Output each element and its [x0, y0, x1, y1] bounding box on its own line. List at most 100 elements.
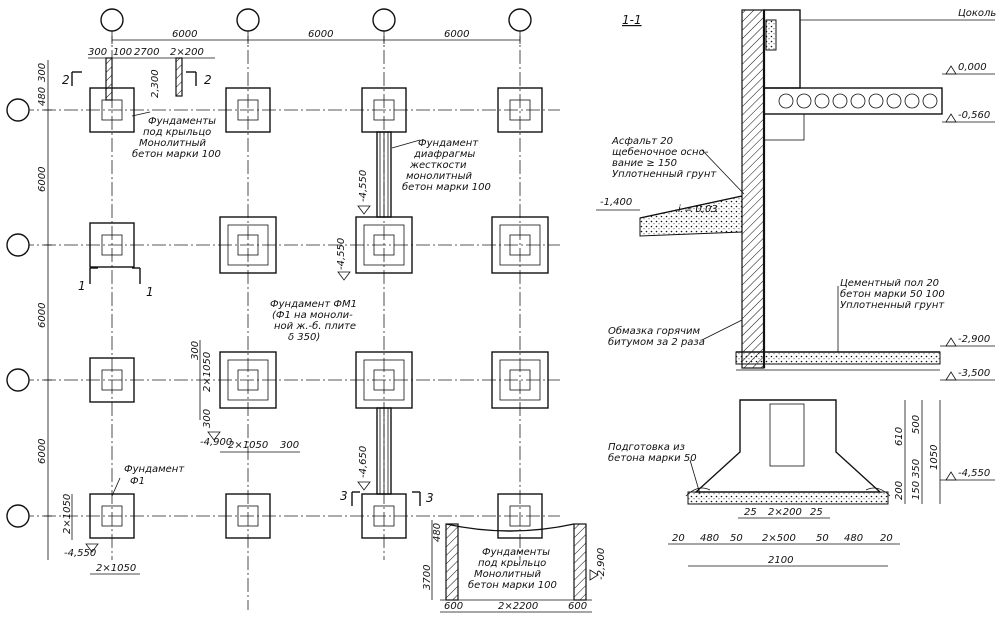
asphalt-note-4: Уплотненный грунт — [612, 169, 717, 180]
floor-note-2: бетон марки 50 100 — [840, 288, 945, 300]
hdim-bottom-5: 50 — [816, 533, 829, 544]
section-mark-3-right: 3 — [426, 491, 434, 505]
footing-r2-c2 — [219, 216, 277, 274]
section-1-1: 1-1 Цоколь 0,000 — [596, 8, 996, 567]
note-porch-bottom-3: Монолитный — [474, 569, 542, 580]
hdim-top-1: 25 — [744, 507, 757, 518]
note-f1-2: Ф1 — [130, 476, 145, 487]
section-slope: i = 0,03 — [678, 204, 718, 215]
top-span-3: 6000 — [444, 29, 469, 40]
note-fm1-1: Фундамент ФМ1 — [270, 299, 357, 310]
porch-bottom-footing — [440, 523, 592, 601]
note-fm1-4: δ 350) — [288, 332, 320, 343]
note-fm1-3: ной ж.-б. плите — [274, 320, 356, 332]
section-mark-3-left: 3 — [340, 489, 348, 503]
footing-r1-c4 — [497, 87, 543, 133]
section-top-label: Цоколь — [958, 8, 996, 19]
left-top-dim-1: 300 — [37, 63, 48, 82]
floor-note-1: Цементный пол 20 — [840, 278, 939, 289]
asphalt-note-3: вание ≥ 150 — [612, 158, 677, 169]
hdim-top-3: 25 — [810, 507, 823, 518]
axis-marker-row-4 — [6, 504, 30, 528]
note-diaphragm-4: монолитный — [406, 171, 472, 182]
level-d: -4,650 — [358, 446, 369, 478]
axis-marker-row-3 — [6, 368, 30, 392]
left-span-2: 6000 — [37, 303, 48, 328]
fm1-dim-v3: 300 — [202, 409, 213, 428]
porch-bottom-dim-h3: 600 — [568, 601, 587, 612]
axis-marker-row-2 — [6, 233, 30, 257]
section-vdim-5: 350 — [911, 459, 922, 478]
fm1-dim-v1: 300 — [190, 341, 201, 360]
axis-marker-col-1 — [100, 8, 124, 32]
hdim-bottom-1: 20 — [672, 533, 685, 544]
axis-marker-col-3 — [372, 8, 396, 32]
level-e: -4,550 — [64, 548, 96, 559]
section-level-5: -4,550 — [958, 468, 990, 479]
axis-marker-row-1 — [6, 98, 30, 122]
section-level-3: -2,900 — [958, 334, 990, 345]
section-level-1: 0,000 — [958, 62, 987, 73]
diaphragm-wall-upper — [376, 131, 392, 218]
porch-bottom-dim-v2: 3700 — [422, 565, 433, 590]
floor-slab — [763, 87, 943, 141]
hdim-top-2: 2×200 — [768, 507, 802, 518]
note-porch-bottom-4: бетон марки 100 — [468, 579, 557, 591]
note-porch-bottom-1: Фундаменты — [482, 547, 550, 558]
prep-note-1: Подготовка из — [608, 442, 685, 453]
section-vdim-2: 500 — [911, 415, 922, 434]
fm1-dim-v2: 2×1050 — [202, 352, 213, 392]
top-small-dim-4: 2×200 — [170, 47, 204, 58]
top-span-1: 6000 — [172, 29, 197, 40]
basement-floor — [735, 351, 941, 371]
fm1-dim-h1: 2×1050 — [228, 440, 268, 451]
section-level-4: -3,500 — [958, 368, 990, 379]
note-porch-top-4: бетон марки 100 — [132, 148, 221, 160]
diaphragm-wall-lower — [376, 407, 392, 495]
porch-bottom-level: -2,900 — [596, 548, 607, 580]
axis-marker-col-4 — [508, 8, 532, 32]
section-mark-2-right: 2 — [204, 73, 212, 87]
section-title: 1-1 — [622, 13, 642, 27]
hdim-bottom-6: 480 — [844, 533, 863, 544]
hdim-bottom-3: 50 — [730, 533, 743, 544]
level-c: -4,900 — [200, 437, 232, 448]
porch-bottom-dim-h1: 600 — [444, 601, 463, 612]
footing-f1 — [89, 493, 135, 539]
top-small-dim-3: 2700 — [134, 47, 159, 58]
footing-r2-c4 — [491, 216, 549, 274]
section-level-2: -0,560 — [958, 110, 990, 121]
asphalt-note-2: щебеночное осно- — [612, 146, 709, 158]
section-mark-1-left: 1 — [78, 279, 86, 293]
footing-r3-c4 — [491, 351, 549, 409]
note-porch-top-3: Монолитный — [139, 138, 207, 149]
asphalt-note-1: Асфальт 20 — [611, 136, 673, 147]
prep-note-2: бетона марки 50 — [608, 452, 697, 464]
top-span-2: 6000 — [308, 29, 333, 40]
porch-dim: 2,300 — [150, 69, 161, 98]
footing-r3-c1 — [89, 357, 135, 403]
left-span-3: 6000 — [37, 439, 48, 464]
footing-r4-c2 — [225, 493, 271, 539]
left-span-1: 6000 — [37, 167, 48, 192]
section-left-level: -1,400 — [600, 197, 632, 208]
level-a: -4,550 — [358, 170, 369, 202]
top-small-dim-2: 100 — [113, 47, 132, 58]
footing-r2-c1 — [89, 222, 135, 268]
foundation-plan: 6000 6000 6000 300 100 2700 2×200 2,300 … — [6, 8, 607, 613]
bitumen-note-2: битумом за 2 раза — [608, 336, 705, 348]
note-diaphragm-3: жесткости — [409, 160, 467, 171]
note-diaphragm-5: бетон марки 100 — [402, 181, 491, 193]
footing-r1-c1 — [89, 87, 135, 133]
hdim-bottom-4: 2×500 — [762, 533, 796, 544]
basement-wall — [741, 9, 801, 369]
section-mark-2-left: 2 — [62, 73, 70, 87]
bitumen-note-1: Обмазка горячим — [608, 325, 701, 337]
floor-note-3: Уплотненный грунт — [840, 300, 945, 311]
porch-bottom-dim-h2: 2×2200 — [498, 601, 538, 612]
footing-fm1 — [219, 351, 277, 409]
note-porch-bottom-2: под крыльцо — [478, 558, 546, 569]
hdim-bottom-2: 480 — [700, 533, 719, 544]
foundation-block — [685, 399, 891, 505]
